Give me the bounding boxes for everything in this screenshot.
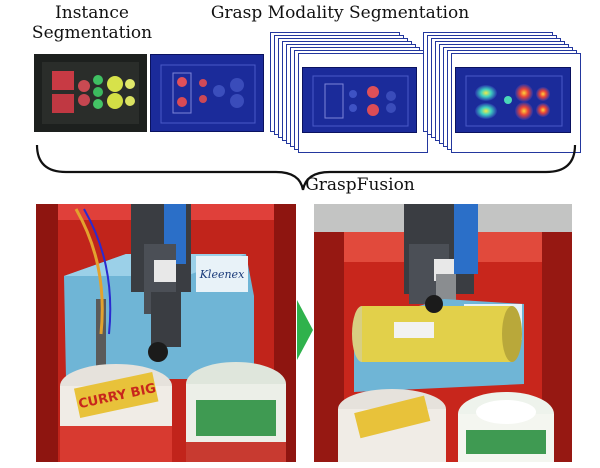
grasp-modality-heatmap-stack-2-top — [455, 67, 571, 133]
instance-segmentation-panel — [34, 54, 147, 132]
robot-bin-photo: Kleenex CURRY BIG — [36, 204, 296, 462]
tissue-box-brand-text: Kleenex — [199, 268, 245, 281]
after-grasp-photo — [314, 204, 572, 462]
graspfusion-label: GraspFusion — [305, 175, 415, 195]
instance-segmentation-label: Instance Segmentation — [31, 3, 153, 43]
instance-segmentation-image — [34, 54, 147, 132]
before-grasp-photo: Kleenex CURRY BIG — [36, 204, 296, 462]
grasp-modality-segmentation-label: Grasp Modality Segmentation — [210, 3, 470, 23]
heatmap-image — [151, 55, 263, 131]
heatmap-image — [456, 68, 570, 132]
curly-brace — [35, 144, 577, 191]
grasp-modality-heatmap-stack-1-top — [302, 67, 417, 133]
grasp-modality-heatmap — [150, 54, 264, 132]
robot-bin-photo — [314, 204, 572, 462]
heatmap-image — [303, 68, 416, 132]
arrow-right-icon — [297, 300, 313, 360]
